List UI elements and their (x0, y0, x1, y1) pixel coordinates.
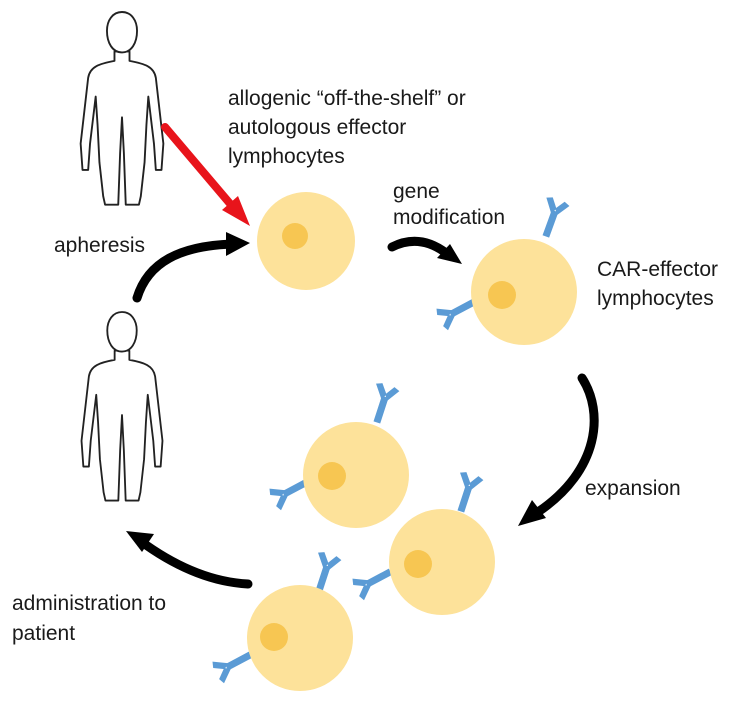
administration-label-line2: patient (12, 622, 75, 645)
source-label-line1: allogenic “off-the-shelf” or (228, 87, 466, 110)
expansion-label: expansion (585, 477, 681, 500)
donor-person-icon (79, 11, 165, 206)
apheresis-label: apheresis (54, 234, 145, 257)
nucleus (404, 550, 432, 578)
car-label-line2: lymphocytes (597, 287, 714, 310)
administration-label-line1: administration to (12, 592, 166, 615)
nucleus (260, 623, 288, 651)
source-label-line3: lymphocytes (228, 145, 345, 168)
nucleus (488, 281, 516, 309)
expanded-car-cell (210, 550, 353, 691)
apheresis-arrow (132, 232, 250, 303)
expanded-car-cell (267, 381, 409, 528)
effector-lymphocyte-cell (257, 192, 355, 290)
expansion-arrow (518, 373, 599, 526)
car-effector-cell (434, 195, 577, 345)
car-label-line1: CAR-effector (597, 258, 718, 281)
administration-arrow (126, 531, 253, 589)
nucleus (318, 462, 346, 490)
donor-to-cell-arrow (161, 123, 250, 226)
gene-modification-label-line2: modification (393, 206, 505, 229)
nucleus (282, 223, 308, 249)
expanded-car-cell (350, 470, 495, 615)
source-label-line2: autologous effector (228, 116, 406, 139)
gene-modification-arrow (387, 236, 462, 264)
gene-modification-label-line1: gene (393, 180, 440, 203)
patient-person-icon (80, 311, 164, 502)
